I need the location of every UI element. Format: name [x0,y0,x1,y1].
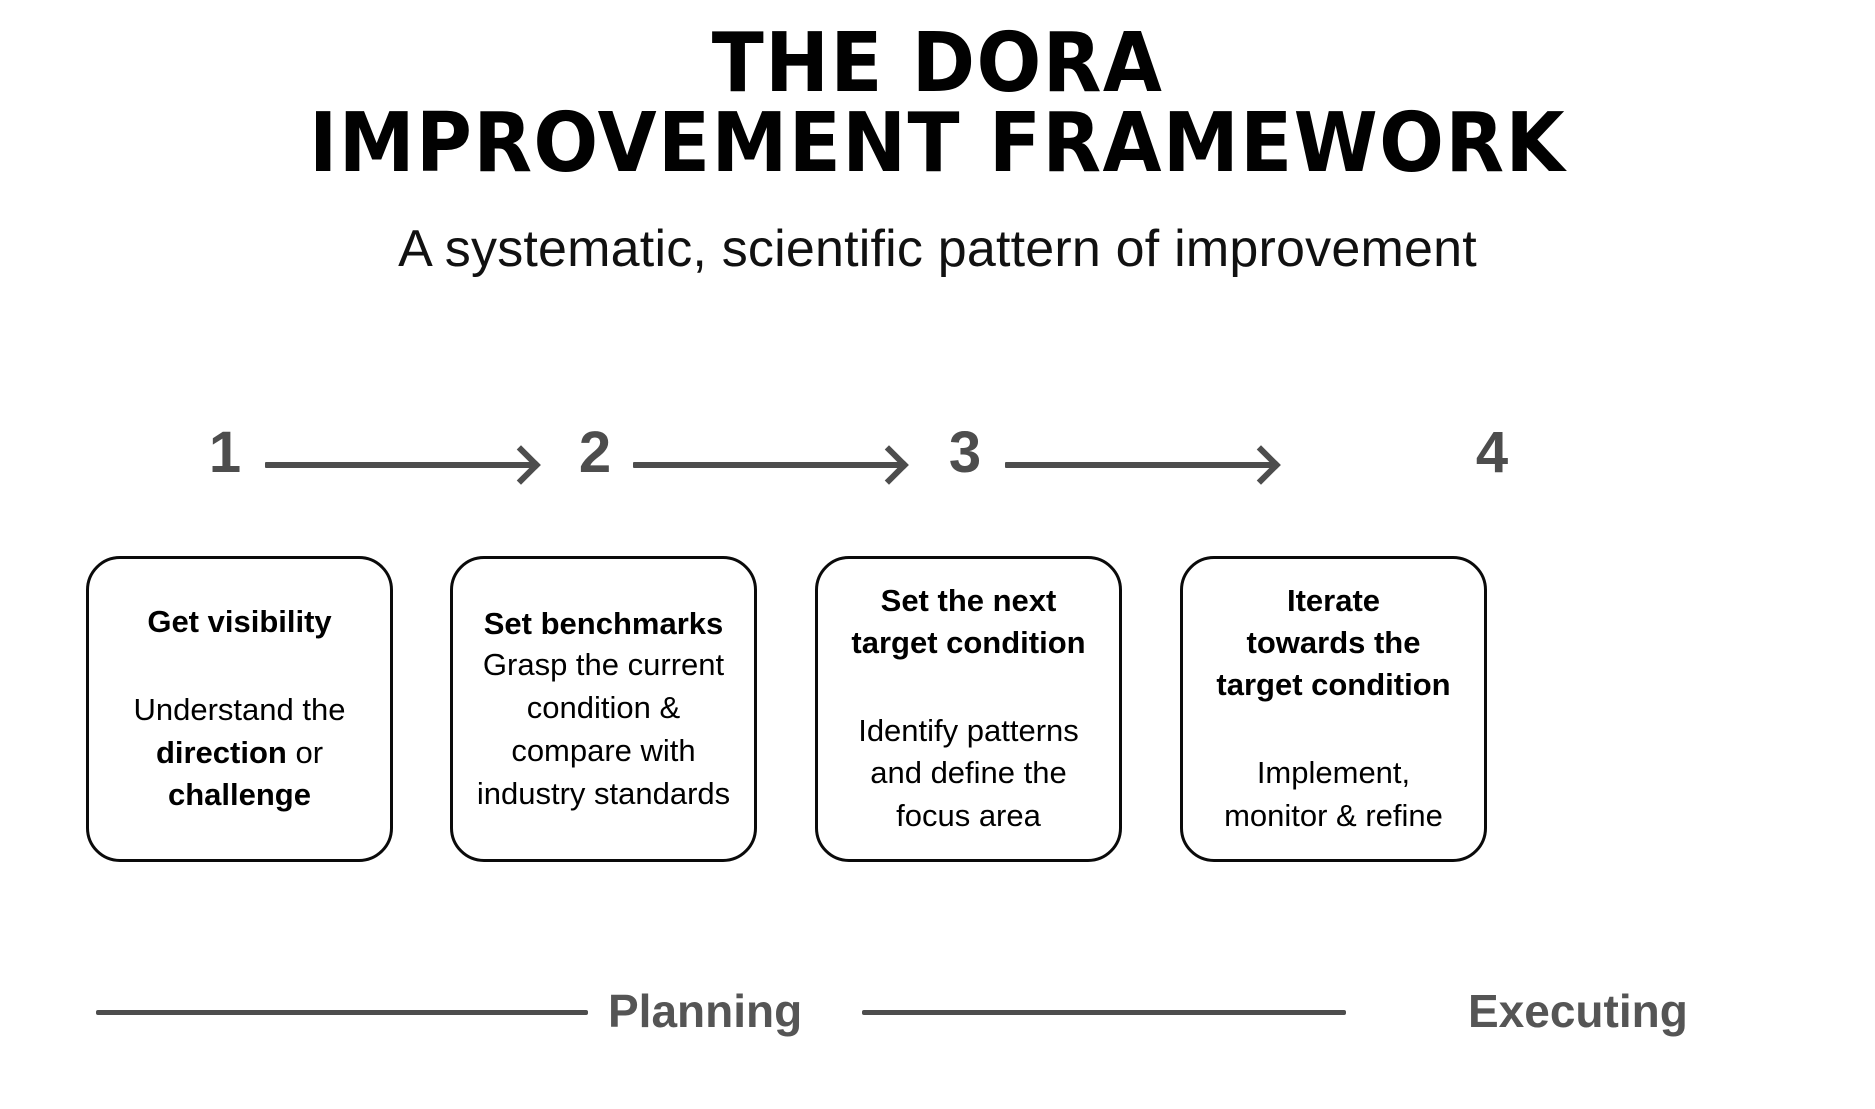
arrow-shaft-icon [633,462,901,468]
page-title: THE DORA IMPROVEMENT FRAMEWORK [66,0,1810,185]
step-card-4-title: Iterate towards the target condition [1216,583,1451,703]
step-card-2[interactable]: Set benchmarks Grasp the current conditi… [450,556,757,862]
step-arrow-1-to-2 [265,445,541,485]
step-arrow-3-to-4 [1005,445,1281,485]
arrow-head-icon [869,445,909,485]
step-card-1-body: Understand the direction or challenge [134,689,346,817]
phase-line-left [96,1010,588,1015]
header: THE DORA IMPROVEMENT FRAMEWORK A systema… [0,0,1875,278]
step-card-4-body: Implement, monitor & refine [1224,755,1443,833]
step-card-1-body-bold-2: challenge [167,777,311,813]
step-number-2: 2 [578,420,612,485]
phase-label-executing: Executing [1468,985,1688,1037]
step-card-1-body-bold-1: direction [155,734,287,770]
page-title-line-2: IMPROVEMENT FRAMEWORK [308,96,1567,192]
step-card-1-body-pre: Understand the [133,691,346,727]
step-card-1-body-mid: or [295,734,324,770]
step-card-2-title: Set benchmarks [483,605,724,641]
arrow-head-icon [1241,445,1281,485]
step-card-4[interactable]: Iterate towards the target condition Imp… [1180,556,1487,862]
arrow-shaft-icon [1005,462,1273,468]
step-card-1-title: Get visibility [147,603,332,639]
step-number-1: 1 [208,420,242,485]
step-arrow-2-to-3 [633,445,909,485]
phase-line-middle [862,1010,1346,1015]
step-card-1[interactable]: Get visibility Understand the direction … [86,556,393,862]
arrow-shaft-icon [265,462,533,468]
phase-label-planning: Planning [608,985,803,1037]
step-card-2-body: Grasp the current condition & compare wi… [476,647,731,811]
step-card-3-body: Identify patterns and define the focus a… [858,712,1079,834]
phase-footer: Planning Executing [0,980,1875,1060]
step-card-3[interactable]: Set the next target condition Identify p… [815,556,1122,862]
steps-rail: 1 2 3 4 [85,418,1790,498]
arrow-head-icon [501,445,541,485]
step-number-3: 3 [948,420,982,485]
step-number-4: 4 [1475,420,1509,485]
page-title-line-1: THE DORA [711,16,1164,111]
step-card-3-title: Set the next target condition [851,583,1086,660]
page-subtitle: A systematic, scientific pattern of impr… [398,219,1477,278]
